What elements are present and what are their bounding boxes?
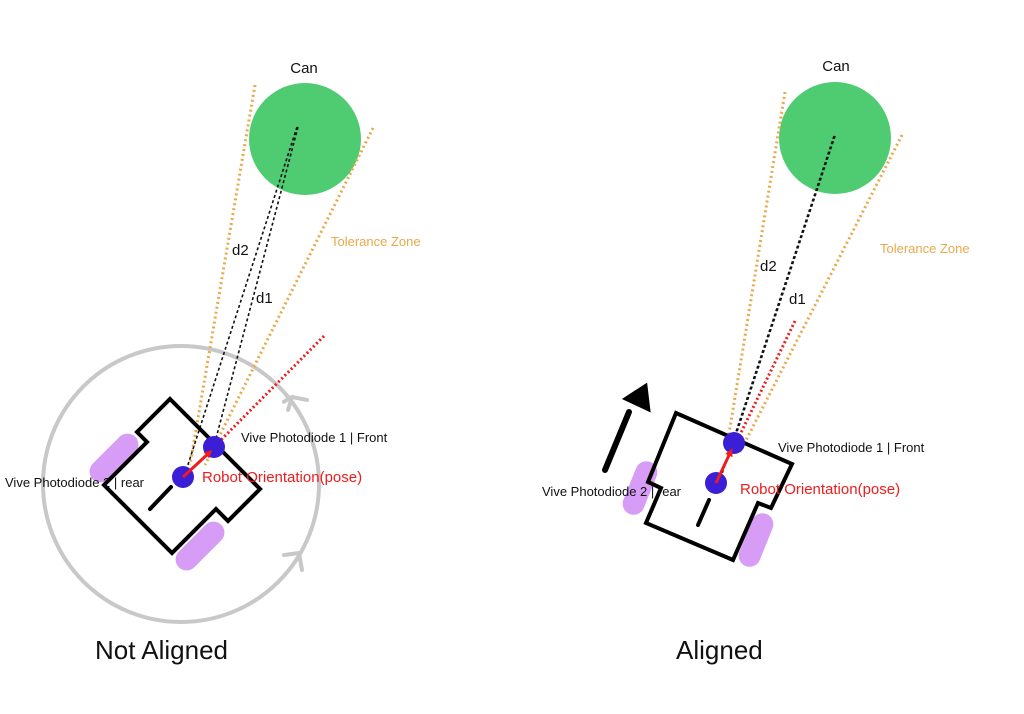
robot-body (101, 396, 263, 556)
tolerance-line-left (188, 84, 257, 466)
rear-photodiode-label: Vive Photodiode 2 | rear (542, 484, 682, 499)
panel-aligned: Can Tolerance Zone d2 d1 Vive Photodiode… (542, 58, 970, 665)
can-label: Can (290, 60, 318, 77)
wheel-left (622, 461, 658, 515)
tolerance-zone-label: Tolerance Zone (331, 234, 421, 249)
rear-photodiode-label: Vive Photodiode 2 | rear (5, 475, 145, 490)
orientation-arrow (714, 448, 733, 484)
orientation-projection-line (212, 334, 326, 449)
wheel-right (738, 513, 774, 567)
tolerance-zone-label: Tolerance Zone (880, 241, 970, 256)
d2-label: d2 (760, 258, 777, 275)
forward-arrow-shaft (602, 409, 632, 473)
robot-rear-marker (696, 498, 711, 527)
tolerance-line-left (724, 91, 787, 453)
distance-line-d2 (183, 126, 298, 478)
orientation-label: Robot Orientation(pose) (202, 469, 362, 486)
photodiode-front (723, 432, 745, 454)
tolerance-line-right (738, 134, 904, 453)
robot-rear-marker (148, 485, 173, 511)
orientation-projection-line (733, 320, 797, 446)
d1-label: d1 (789, 291, 806, 308)
forward-arrow-icon (621, 382, 651, 413)
front-photodiode-label: Vive Photodiode 1 | Front (778, 440, 925, 455)
orientation-arrow (181, 449, 213, 479)
rotation-arrowhead-icon (282, 551, 304, 572)
wheel-left (89, 433, 139, 483)
caption-aligned: Aligned (676, 635, 763, 665)
can-label: Can (822, 58, 850, 75)
wheel-right (175, 521, 225, 571)
panel-not-aligned: Can Tolerance Zone d2 d1 Vive Photodiode… (5, 60, 421, 665)
front-photodiode-label: Vive Photodiode 1 | Front (241, 430, 388, 445)
d1-label: d1 (256, 290, 273, 307)
caption-not-aligned: Not Aligned (95, 635, 228, 665)
rotation-circle (41, 344, 321, 624)
distance-line-d1 (733, 135, 836, 442)
orientation-label: Robot Orientation(pose) (740, 481, 900, 498)
rotation-arrow-tick (286, 395, 294, 412)
can (249, 83, 361, 195)
d2-label: d2 (232, 242, 249, 259)
robot-body (643, 410, 795, 563)
